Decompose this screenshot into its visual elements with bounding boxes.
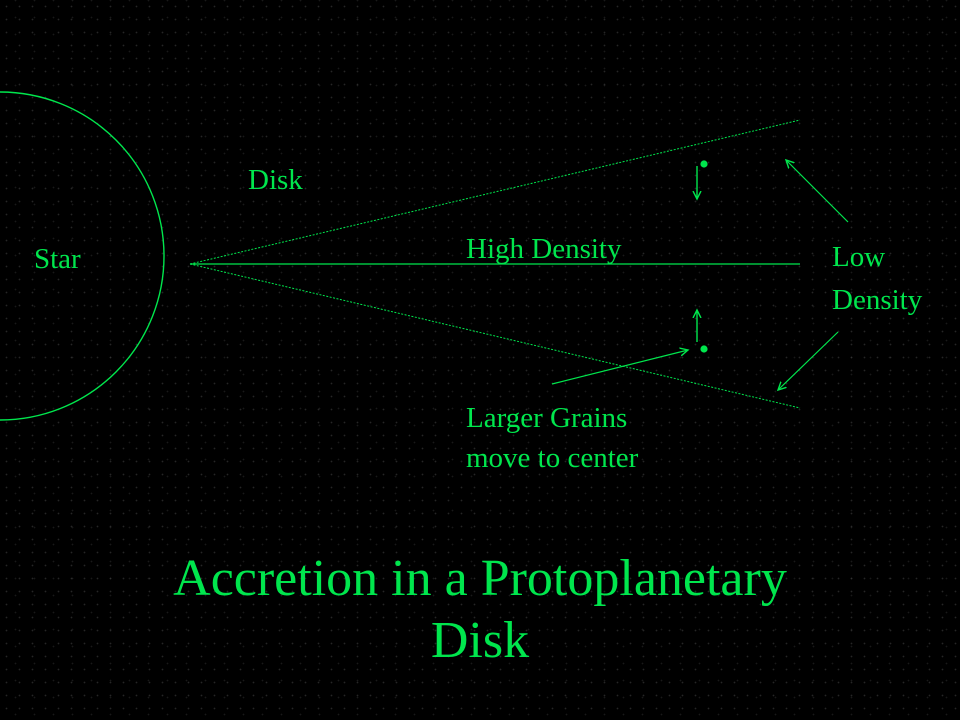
slide-title-line-2: Disk — [430, 612, 530, 669]
disk-lower-edge — [189, 263, 801, 409]
low-density-line-1: Low — [832, 241, 886, 273]
disk-upper-edge — [189, 119, 801, 265]
slide-title: Accretion in a Protoplanetary Disk — [0, 548, 960, 672]
larger-grains-label: Larger Grains move to center — [466, 398, 638, 478]
larger-grains-arrow — [551, 350, 688, 385]
low-density-line-2: Density — [832, 284, 923, 316]
larger-grains-line-1: Larger Grains — [466, 402, 628, 434]
star-label: Star — [34, 243, 81, 275]
low-density-label: Low Density — [832, 236, 922, 322]
low-density-upper-arrow — [786, 160, 849, 223]
low-density-lower-arrow — [778, 331, 839, 390]
high-density-label: High Density — [466, 233, 622, 265]
star-circle — [0, 91, 165, 421]
upper-grain-dot — [700, 160, 708, 168]
lower-grain-dot — [700, 345, 708, 353]
larger-grains-line-2: move to center — [466, 442, 639, 474]
slide-title-line-1: Accretion in a Protoplanetary — [173, 550, 787, 607]
disk-label: Disk — [248, 164, 303, 196]
